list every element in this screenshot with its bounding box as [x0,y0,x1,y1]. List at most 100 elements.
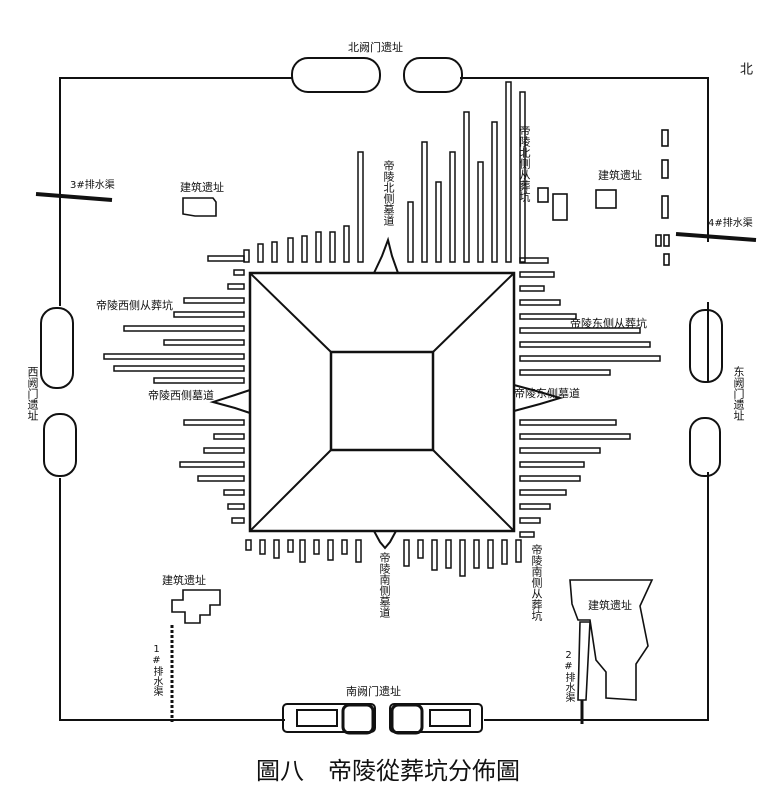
north-pits-label: 帝陵北侧从葬坑 [518,125,531,202]
building-northeast-c [595,189,617,209]
south-pit [487,539,494,569]
south-pit [459,539,466,577]
east-ramp [513,384,564,412]
east-pits [519,257,661,538]
building-southeast [569,579,654,701]
north-pits [243,81,526,263]
east-pit [519,257,549,264]
east-pit [519,433,631,440]
drain-4-label: 4#排水渠 [708,218,753,229]
drain-3-label: 3#排水渠 [70,180,115,191]
west-pit [123,325,245,332]
north-pit [329,231,336,263]
west-pit [233,269,245,276]
north-pit [257,243,264,263]
south-pits [245,539,522,577]
south-pit [341,539,348,555]
compass-label: 北 [737,62,752,75]
north-pit [421,141,428,263]
west-gate-upper [40,307,74,389]
east-pit [519,419,617,426]
south-ramp-label: 帝陵南侧墓道 [378,552,391,618]
building-southwest-label: 建筑遗址 [162,574,206,587]
north-pit [343,225,350,263]
west-pit [227,283,245,290]
building-southwest [171,589,221,624]
north-pit [407,201,414,263]
east-pit [519,285,545,292]
building-northwest [182,197,217,217]
east-pit [519,503,551,510]
tomb-outer [248,271,516,533]
south-pit [259,539,266,555]
west-pit [183,297,245,304]
north-pit [301,235,308,263]
south-gate [282,703,483,735]
west-pit [207,255,245,262]
west-pit [173,311,245,318]
north-pit [271,241,278,263]
drain-4 [675,232,757,242]
east-pit [519,341,651,348]
east-ramp-label: 帝陵东侧墓道 [514,387,580,400]
east-gate-label: 东阙门遗址 [732,366,745,421]
building-southeast-label: 建筑遗址 [588,599,632,612]
west-pit [103,353,245,360]
north-pit [435,181,442,263]
south-gate-label: 南阙门遗址 [346,685,401,698]
east-pit [519,517,541,524]
east-pit [519,531,535,538]
south-ramp [373,530,397,550]
north-pit [315,231,322,263]
enclosure-wall [59,77,709,721]
west-pit [213,433,245,440]
west-pits [103,255,245,524]
north-gate-right [403,57,463,93]
building-northwest-label: 建筑遗址 [180,181,224,194]
south-pit [273,539,280,559]
west-pit [227,503,245,510]
south-pit [355,539,362,563]
drain-2-label: 2#排水渠 [563,650,574,702]
east-pit [519,475,581,482]
south-pit [515,539,522,563]
south-pit [417,539,424,559]
south-pit [287,539,294,553]
east-pit [519,271,555,278]
west-ramp-label: 帝陵西侧墓道 [148,389,214,402]
east-pit [519,355,661,362]
east-pit [519,313,577,320]
north-pit [287,237,294,263]
building-northeast-label: 建筑遗址 [598,169,642,182]
north-pit [477,161,484,263]
south-pit [431,539,438,571]
north-pit [505,81,512,263]
south-pit [313,539,320,555]
west-pit [153,377,245,384]
west-pit [113,365,245,372]
south-pit [473,539,480,569]
drain-1-label: 1#排水渠 [151,644,162,696]
west-pit [197,475,245,482]
west-pits-label: 帝陵西侧从葬坑 [96,299,173,312]
south-pit [327,539,334,561]
east-pit [519,327,641,334]
north-pit [463,111,470,263]
west-ramp [209,389,251,414]
south-pit [445,539,452,569]
west-pit [203,447,245,454]
west-pit [163,339,245,346]
south-pit [245,539,252,551]
site-plan-drawing [35,57,757,735]
tomb-inner [329,350,435,452]
building-northeast-b [552,193,568,221]
east-pit [519,299,561,306]
south-pit [501,539,508,565]
east-pit [519,369,611,376]
north-gate-label: 北阙门遗址 [348,41,403,54]
north-ramp [373,236,399,274]
west-pit [179,461,245,468]
south-pits-label: 帝陵南侧从葬坑 [530,544,543,621]
south-pit [299,539,306,563]
